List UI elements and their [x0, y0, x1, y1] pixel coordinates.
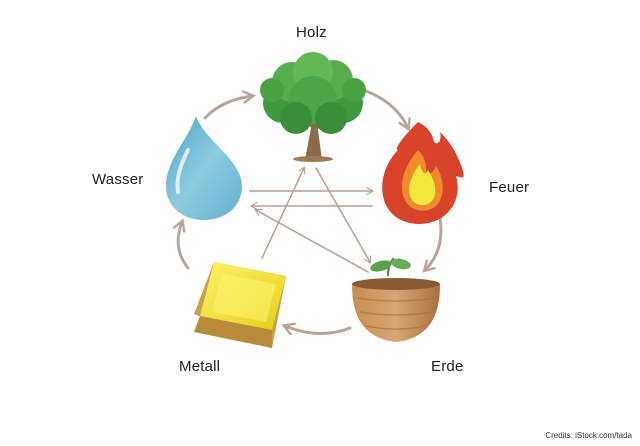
- arrow-wasser-to-holz: [203, 90, 256, 120]
- image-credits: Credits: iStock.com/tada: [545, 431, 632, 440]
- label-erde: Erde: [431, 358, 464, 375]
- generating-cycle-arrows: [172, 86, 443, 336]
- arrow-feuer-to-erde: [422, 216, 443, 273]
- label-feuer: Feuer: [489, 179, 530, 196]
- arrow-erde-to-wasser: [254, 208, 369, 273]
- arrow-erde-to-metall: [281, 322, 352, 336]
- pot-with-sprout-icon: [352, 257, 440, 342]
- arrow-holz-to-feuer: [356, 86, 411, 132]
- label-wasser: Wasser: [92, 171, 144, 188]
- label-holz: Holz: [296, 24, 327, 41]
- gold-bar-icon: [194, 262, 286, 348]
- flame-icon: [382, 122, 464, 224]
- arrow-metall-to-wasser: [172, 218, 190, 270]
- controlling-cycle-arrows: [249, 166, 374, 273]
- water-drop-icon: [166, 116, 242, 220]
- label-metall: Metall: [179, 358, 221, 375]
- arrow-metall-to-holz: [261, 166, 306, 259]
- arrow-holz-to-erde: [315, 167, 371, 264]
- tree-icon: [260, 52, 366, 162]
